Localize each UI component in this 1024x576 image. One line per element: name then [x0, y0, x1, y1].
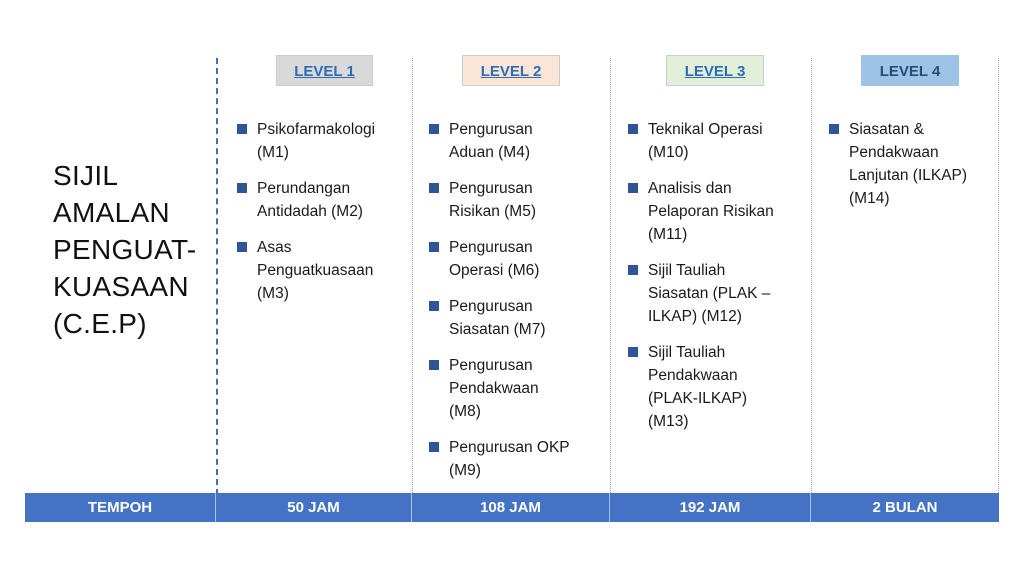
level-4-module-list: Siasatan & Pendakwaan Lanjutan (ILKAP) (…	[829, 118, 998, 223]
module-item: Pengurusan Operasi (M6)	[429, 236, 609, 282]
square-bullet-icon	[829, 124, 839, 134]
module-item: Siasatan & Pendakwaan Lanjutan (ILKAP) (…	[829, 118, 998, 210]
duration-header: TEMPOH	[25, 493, 216, 522]
square-bullet-icon	[237, 242, 247, 252]
module-item: Sijil Tauliah Siasatan (PLAK – ILKAP) (M…	[628, 259, 811, 328]
square-bullet-icon	[429, 301, 439, 311]
column-divider	[998, 58, 999, 495]
duration-level-4: 2 BULAN	[872, 499, 938, 516]
certificate-title: SIJIL AMALAN PENGUAT- KUASAAN (C.E.P)	[53, 160, 197, 339]
level-1-link[interactable]: LEVEL 1	[276, 55, 373, 86]
duration-bar: TEMPOH 50 JAM 108 JAM 192 JAM 2 BULAN	[25, 493, 999, 522]
level-3-link[interactable]: LEVEL 3	[666, 55, 764, 86]
module-item: Teknikal Operasi (M10)	[628, 118, 811, 164]
module-item: Pengurusan Pendakwaan (M8)	[429, 354, 609, 423]
module-item: Perundangan Antidadah (M2)	[237, 177, 412, 223]
column-divider	[412, 58, 413, 495]
module-item: Pengurusan Risikan (M5)	[429, 177, 609, 223]
square-bullet-icon	[429, 360, 439, 370]
square-bullet-icon	[628, 347, 638, 357]
square-bullet-icon	[429, 124, 439, 134]
square-bullet-icon	[429, 183, 439, 193]
square-bullet-icon	[237, 124, 247, 134]
module-item: Pengurusan OKP (M9)	[429, 436, 609, 482]
module-item: Psikofarmakologi (M1)	[237, 118, 412, 164]
square-bullet-icon	[237, 183, 247, 193]
duration-level-1: 50 JAM	[216, 493, 412, 522]
square-bullet-icon	[628, 124, 638, 134]
column-divider	[811, 58, 812, 495]
module-item: Analisis dan Pelaporan Risikan (M11)	[628, 177, 811, 246]
module-item: Pengurusan Aduan (M4)	[429, 118, 609, 164]
module-item: Asas Penguatkuasaan (M3)	[237, 236, 412, 305]
level-3-module-list: Teknikal Operasi (M10) Analisis dan Pela…	[628, 118, 811, 446]
module-item: Sijil Tauliah Pendakwaan (PLAK-ILKAP) (M…	[628, 341, 811, 433]
square-bullet-icon	[628, 183, 638, 193]
level-2-module-list: Pengurusan Aduan (M4) Pengurusan Risikan…	[429, 118, 609, 495]
square-bullet-icon	[628, 265, 638, 275]
title-divider-dashed	[216, 58, 218, 495]
level-1-module-list: Psikofarmakologi (M1) Perundangan Antida…	[237, 118, 412, 318]
duration-level-2: 108 JAM	[412, 493, 610, 522]
module-item: Pengurusan Siasatan (M7)	[429, 295, 609, 341]
duration-level-3: 192 JAM	[610, 493, 811, 522]
square-bullet-icon	[429, 442, 439, 452]
column-divider	[610, 58, 611, 495]
square-bullet-icon	[429, 242, 439, 252]
level-2-link[interactable]: LEVEL 2	[462, 55, 560, 86]
level-4-label: LEVEL 4	[861, 55, 959, 86]
